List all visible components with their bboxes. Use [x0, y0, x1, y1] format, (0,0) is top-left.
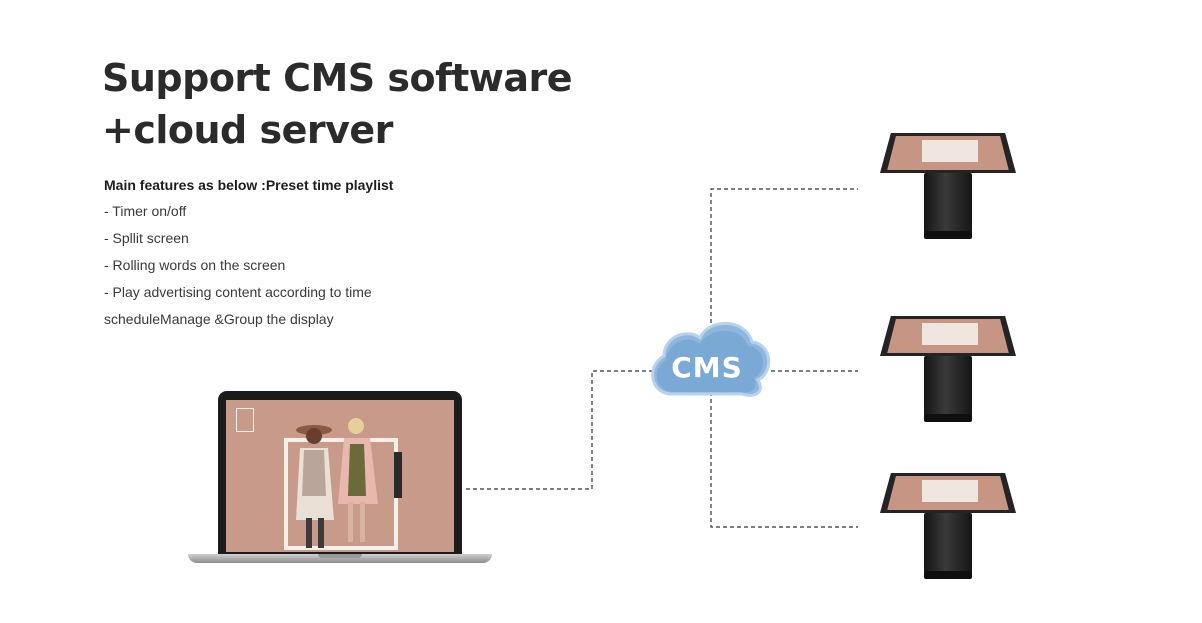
fashion-models-image — [296, 418, 378, 548]
kiosk-stand — [924, 173, 972, 233]
features-list: Main features as below :Preset time play… — [104, 174, 393, 333]
kiosk-icon — [880, 133, 1020, 253]
connector-laptop-cloud — [466, 370, 652, 490]
title-line-2: +cloud server — [102, 108, 393, 152]
feature-item: - Play advertising content according to … — [104, 284, 372, 300]
kiosk-foot — [924, 414, 972, 422]
features-heading: Main features as below :Preset time play… — [104, 177, 394, 193]
connector-cloud-kiosk-3 — [710, 392, 858, 528]
brand-logo-icon — [236, 408, 254, 432]
laptop-icon — [188, 391, 492, 567]
kiosk-display — [887, 136, 1009, 170]
title-line-1: Support CMS software — [102, 56, 573, 100]
feature-item: - Timer on/off — [104, 203, 187, 219]
kiosk-stand — [924, 356, 972, 416]
kiosk-foot — [924, 231, 972, 239]
vertical-label-bar — [394, 452, 402, 498]
laptop-base — [188, 554, 492, 563]
kiosk-icon — [880, 473, 1020, 593]
laptop-screen — [226, 400, 454, 552]
kiosk-content-panel — [922, 140, 978, 162]
connector-cloud-kiosk-1 — [710, 188, 858, 344]
kiosk-stand — [924, 513, 972, 573]
kiosk-display — [887, 476, 1009, 510]
feature-item: - Rolling words on the screen — [104, 257, 286, 273]
cms-label: CMS — [671, 351, 743, 384]
kiosk-icon — [880, 316, 1020, 436]
laptop-notch — [318, 554, 362, 558]
feature-item: - Spllit screen — [104, 230, 189, 246]
feature-item: scheduleManage &Group the display — [104, 311, 334, 327]
cms-cloud-icon — [651, 322, 771, 397]
dashed-connectors — [466, 188, 858, 528]
kiosk-foot — [924, 571, 972, 579]
kiosk-display — [887, 319, 1009, 353]
kiosk-content-panel — [922, 323, 978, 345]
kiosk-content-panel — [922, 480, 978, 502]
diagram-title: Support CMS software +cloud server — [102, 52, 573, 156]
